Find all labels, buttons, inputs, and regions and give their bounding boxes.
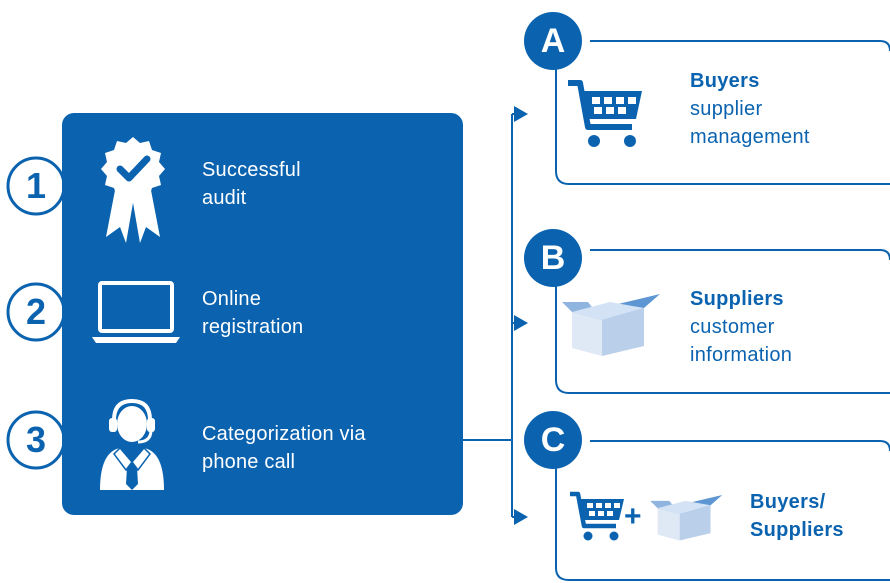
call-agent-icon (100, 398, 164, 490)
step-1-text: Successful audit (202, 156, 301, 212)
option-c-text: Buyers/ Suppliers (750, 488, 844, 544)
option-a-line2: management (690, 126, 810, 148)
shopping-cart-icon (570, 491, 624, 541)
option-b-line2: information (690, 344, 793, 366)
option-b-line1: customer (690, 316, 775, 338)
option-b-text: Suppliers customer information (690, 285, 792, 369)
step-3-line1: Categorization via (202, 423, 366, 445)
step-3-text: Categorization via phone call (202, 420, 366, 476)
option-a-title: Buyers (690, 70, 760, 92)
option-a-line1: supplier (690, 98, 763, 120)
box-icon (650, 494, 723, 541)
step-2-text: Online registration (202, 285, 303, 341)
step-1-line2: audit (202, 187, 247, 209)
connector-lines (463, 106, 528, 525)
step-2-number: 2 (25, 291, 47, 332)
step-2-line2: registration (202, 316, 304, 338)
number-circles (6, 156, 66, 470)
option-c-title-line1: Buyers/ (750, 491, 826, 513)
step-1-number: 1 (25, 165, 47, 206)
option-b-letter: B (540, 239, 566, 277)
step-1-line1: Successful (202, 159, 301, 181)
ribbon-badge-icon (101, 137, 165, 243)
option-c-letter: C (540, 421, 566, 459)
plus-sign: + (624, 500, 642, 533)
option-b-title: Suppliers (690, 288, 784, 310)
step-3-line2: phone call (202, 451, 296, 473)
letter-circles (524, 12, 582, 469)
step-3-number: 3 (25, 419, 47, 460)
option-a-letter: A (540, 22, 566, 60)
box-icon (562, 294, 660, 356)
option-a-text: Buyers supplier management (690, 67, 810, 151)
laptop-icon (92, 281, 180, 343)
step-2-line1: Online (202, 288, 262, 310)
option-c-title-line2: Suppliers (750, 519, 844, 541)
shopping-cart-icon (568, 80, 642, 147)
